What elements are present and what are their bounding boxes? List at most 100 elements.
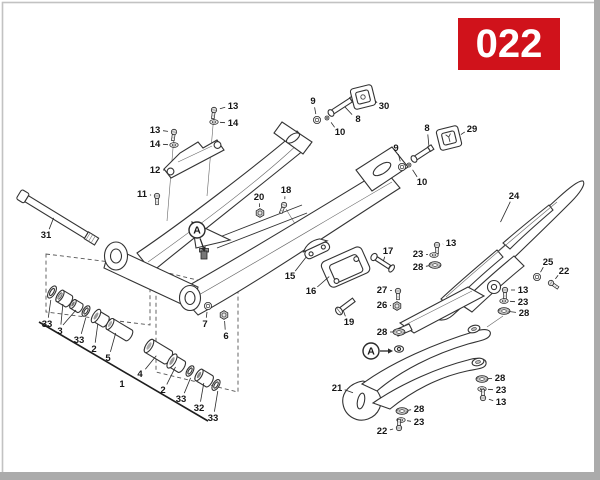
screw-icon — [479, 388, 487, 402]
nut-icon — [392, 301, 402, 311]
part-number-label: 23 — [413, 249, 424, 260]
part-number-label: 33 — [208, 413, 219, 424]
screw-icon — [170, 128, 178, 142]
washer-icon — [209, 119, 219, 125]
part-number-label: 33 — [176, 394, 187, 405]
part-number-label: 29 — [467, 124, 478, 135]
part-number-label: 30 — [379, 101, 390, 112]
chain-slider — [163, 139, 225, 179]
detail-marker-A: A — [188, 221, 206, 252]
part-number-label: 23 — [496, 385, 507, 396]
part-number-label: 28 — [413, 262, 424, 273]
adjuster-block-far — [349, 84, 377, 110]
part-number-label: 19 — [344, 317, 355, 328]
part-number-label: 22 — [377, 426, 388, 437]
lower-chain-guide — [342, 324, 491, 421]
part-number-label: 28 — [414, 404, 425, 415]
ring-icon — [533, 273, 541, 281]
part-number-label: 24 — [509, 191, 520, 202]
part-number-label: 17 — [383, 246, 394, 257]
part-number-label: 13 — [496, 397, 507, 408]
detail-marker-A: A — [362, 342, 393, 360]
pivot-bearing-kit-right — [143, 338, 221, 391]
part-number-label: 18 — [281, 185, 292, 196]
part-number-label: 2 — [91, 344, 96, 355]
screw-icon — [394, 287, 402, 301]
svg-text:A: A — [193, 225, 201, 237]
screw-icon — [395, 418, 403, 432]
part-number-label: 8 — [424, 123, 429, 134]
ring-icon — [204, 302, 212, 310]
part-number-label: 21 — [332, 383, 343, 394]
grommet-icon — [395, 407, 409, 415]
chain-guard — [428, 180, 585, 321]
part-number-label: 2 — [160, 385, 165, 396]
part-number-label: 15 — [285, 271, 296, 282]
part-number-label: 13 — [150, 125, 161, 136]
swingarm-body — [103, 121, 409, 316]
screw-icon — [153, 192, 161, 206]
part-number-label: 22 — [559, 266, 570, 277]
pivot-bearing-kit-left — [47, 285, 134, 342]
part-number-label: 14 — [228, 118, 239, 129]
washer-icon — [429, 252, 439, 258]
bead-icon — [406, 162, 412, 168]
part-number-label: 9 — [393, 143, 398, 154]
screw-icon — [210, 106, 218, 120]
part-number-label: 14 — [150, 139, 161, 150]
part-number-label: 25 — [543, 257, 554, 268]
adjuster-bolt-near — [410, 144, 435, 163]
part-number-label: 10 — [417, 177, 428, 188]
grommet-icon — [497, 307, 511, 315]
part-number-label: 9 — [310, 96, 315, 107]
grommet-icon — [475, 375, 489, 383]
plate-number-badge: 022 — [458, 18, 560, 70]
pivot-axis-line — [38, 321, 209, 422]
exploded-view-artwork — [16, 84, 585, 422]
grommet-icon — [428, 261, 442, 269]
mount-bracket — [320, 246, 371, 288]
ring-icon — [398, 163, 406, 171]
part-number-label: 23 — [518, 297, 529, 308]
bracket-bolt-19 — [334, 297, 356, 316]
swingarm-pivot-bolt — [16, 189, 100, 246]
part-number-label: 33 — [42, 319, 53, 330]
part-number-label: 28 — [377, 327, 388, 338]
plate-number: 022 — [475, 22, 543, 66]
part-number-label: 8 — [355, 114, 360, 125]
ring-icon — [313, 116, 321, 124]
part-number-label: 23 — [414, 417, 425, 428]
washer-icon — [169, 142, 179, 148]
part-number-label: 20 — [254, 192, 265, 203]
screw-icon — [278, 201, 288, 215]
nut-icon — [255, 208, 265, 218]
part-number-label: 13 — [446, 238, 457, 249]
screw-icon — [433, 241, 441, 255]
screw-icon — [547, 279, 560, 290]
part-number-label: 33 — [74, 335, 85, 346]
part-number-label: 6 — [223, 331, 228, 342]
part-number-label: 32 — [194, 403, 205, 414]
part-number-label: 13 — [228, 101, 239, 112]
svg-text:A: A — [367, 346, 375, 358]
part-number-label: 13 — [518, 285, 529, 296]
part-number-label: 7 — [202, 319, 207, 330]
page-shadow-right — [594, 0, 600, 480]
part-number-label: 26 — [377, 300, 388, 311]
part-number-label: 27 — [377, 285, 388, 296]
part-number-label: 28 — [519, 308, 530, 319]
part-number-label: 31 — [41, 230, 52, 241]
washer-icon — [499, 298, 509, 304]
part-number-label: 10 — [335, 127, 346, 138]
part-number-label: 5 — [105, 353, 111, 364]
part-number-label: 16 — [306, 286, 317, 297]
part-number-label: 12 — [150, 165, 161, 176]
screw-icon — [501, 286, 509, 300]
fastener-glyphs — [153, 106, 560, 432]
adjuster-block-near — [435, 125, 463, 151]
nut-icon — [219, 310, 229, 320]
grommet-icon — [392, 328, 406, 336]
